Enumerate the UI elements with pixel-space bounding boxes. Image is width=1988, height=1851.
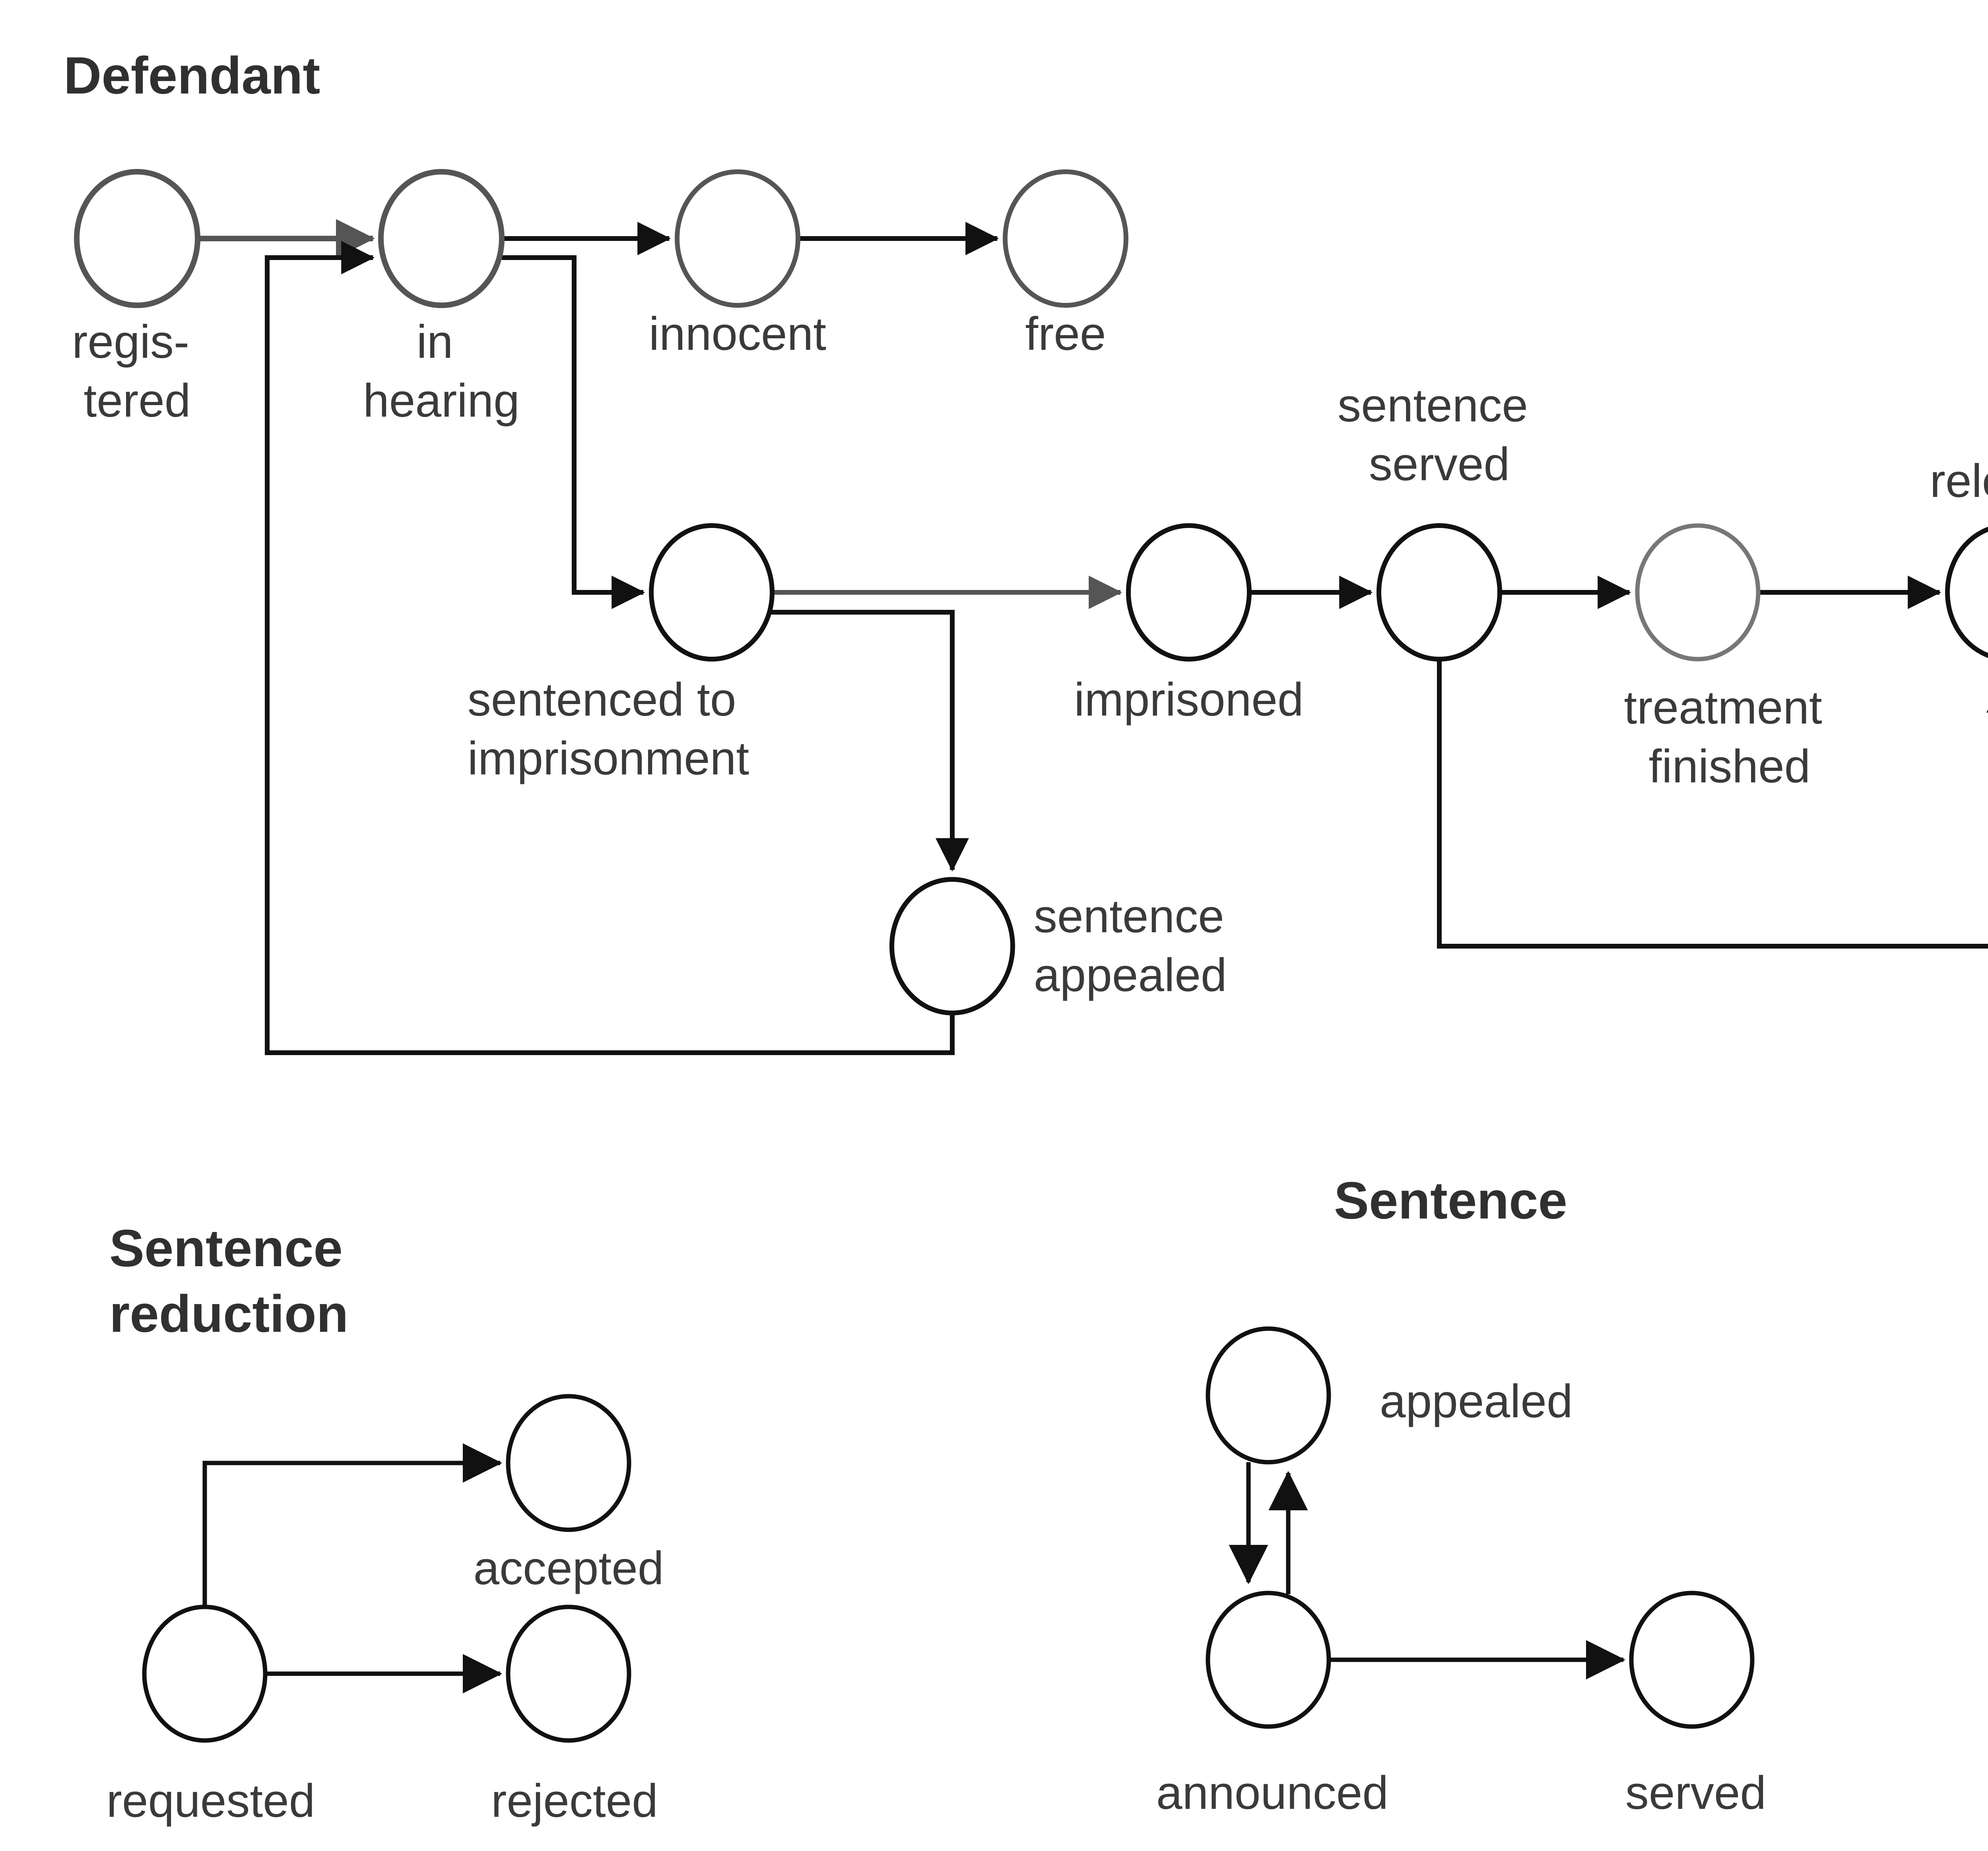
- label-in-hearing: in hearing: [363, 316, 520, 427]
- edge-sentence-served-to-released-loop: [1437, 659, 1988, 949]
- label-released: released: [1930, 455, 1988, 507]
- node-free[interactable]: [1003, 169, 1128, 308]
- edge-sentenced-to-sentence-appealed: [763, 610, 969, 872]
- label-treatment-finished: treatment finished: [1624, 681, 1835, 793]
- label-registered: regis- tered: [72, 316, 202, 427]
- node-s-served[interactable]: [1629, 1591, 1755, 1729]
- edge-sentence-appealed-to-in-hearing: [265, 241, 955, 1055]
- label-sentence-appealed: sentence appealed: [1034, 890, 1237, 1001]
- node-treatment-finished[interactable]: [1635, 523, 1761, 662]
- group-title-sentence-reduction: Sentence reduction: [109, 1219, 357, 1343]
- label-s-served: served: [1625, 1767, 1766, 1819]
- node-s-announced[interactable]: [1206, 1591, 1331, 1729]
- node-sr-accepted[interactable]: [506, 1394, 631, 1532]
- node-s-appealed[interactable]: [1206, 1326, 1331, 1465]
- edges-defendant: [198, 219, 1988, 1055]
- node-sr-rejected[interactable]: [506, 1605, 631, 1743]
- group-title-defendant: Defendant: [64, 46, 320, 105]
- node-sentenced-to-imprisonment[interactable]: [649, 523, 775, 662]
- node-sr-requested[interactable]: [142, 1605, 268, 1743]
- node-released[interactable]: [1945, 526, 1988, 659]
- node-sentence-appealed[interactable]: [889, 877, 1015, 1015]
- label-sr-rejected: rejected: [491, 1775, 658, 1827]
- edges-sentence: [1229, 1462, 1625, 1680]
- node-registered[interactable]: [74, 169, 200, 308]
- group-defendant: Defendant: [64, 46, 1988, 1055]
- label-s-announced: announced: [1156, 1767, 1388, 1819]
- group-sentence-reduction: Sentence reduction accepted requested re…: [107, 1219, 664, 1827]
- label-sr-accepted: accepted: [474, 1542, 664, 1595]
- label-s-appealed: appealed: [1380, 1375, 1573, 1428]
- edges-sentence-reduction: [202, 1443, 502, 1694]
- group-sentence: Sentence appealed announced served: [1156, 1171, 1766, 1819]
- label-free: free: [1025, 308, 1106, 360]
- label-sentenced-to-imprisonment: sentenced to imprisonment: [468, 673, 749, 785]
- label-imprisoned: imprisoned: [1074, 673, 1303, 726]
- edge-requested-to-accepted: [202, 1443, 502, 1607]
- label-sentence-served: sentence served: [1338, 379, 1541, 491]
- label-innocent: innocent: [649, 308, 826, 360]
- group-title-sentence: Sentence: [1334, 1171, 1567, 1230]
- edge-in-hearing-to-sentenced: [502, 255, 645, 609]
- node-sentence-served[interactable]: [1376, 523, 1502, 662]
- label-sr-requested: requested: [107, 1775, 315, 1827]
- node-imprisoned[interactable]: [1126, 523, 1252, 662]
- node-innocent[interactable]: [675, 169, 800, 308]
- node-in-hearing[interactable]: [378, 169, 505, 308]
